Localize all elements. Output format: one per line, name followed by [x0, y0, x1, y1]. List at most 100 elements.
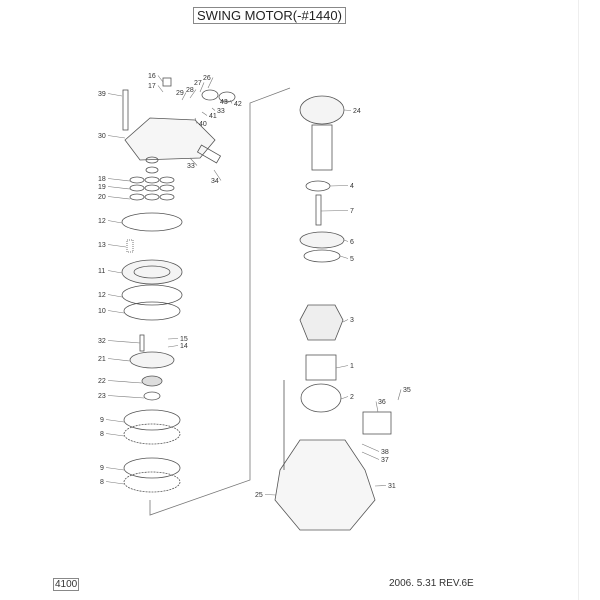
callout-13: 13: [98, 242, 127, 249]
leader-line: [229, 99, 233, 104]
valve-casing: [124, 117, 216, 161]
callout-number: 12: [98, 292, 106, 299]
callout-number: 40: [199, 121, 207, 128]
plate-21: [129, 351, 175, 369]
seal-stack: [129, 156, 175, 201]
callout-number: 41: [209, 113, 217, 120]
leader-line: [157, 75, 164, 83]
callout-number: 35: [403, 387, 411, 394]
leader-line: [107, 186, 131, 190]
leader-line: [107, 220, 123, 224]
leader-line: [199, 82, 205, 93]
bearing-3: [299, 304, 344, 341]
callout-number: 11: [98, 268, 105, 275]
callout-12: 12: [98, 292, 123, 299]
leader-line: [107, 310, 125, 314]
leader-line: [189, 157, 198, 166]
callout-number: 10: [98, 308, 106, 315]
callout-16: 16: [148, 73, 164, 83]
o-ring-12: [121, 212, 183, 232]
callout-number: 28: [186, 87, 194, 94]
plug-16: [162, 77, 172, 87]
callout-35: 35: [397, 387, 411, 401]
leader-line: [320, 210, 349, 212]
callout-number: 2: [350, 394, 354, 401]
callout-37: 37: [361, 451, 389, 464]
leader-line: [105, 433, 125, 437]
callout-11: 11: [98, 268, 123, 275]
callout-number: 3: [350, 317, 354, 324]
leader-line: [221, 99, 231, 102]
disc-8b: [123, 471, 181, 493]
leader-line: [157, 85, 164, 93]
callout-21: 21: [98, 356, 131, 363]
callout-number: 19: [98, 184, 106, 191]
plate-9b: [123, 457, 181, 479]
callout-number: 27: [194, 80, 202, 87]
callout-32: 32: [98, 338, 141, 345]
callout-26: 26: [203, 75, 214, 89]
callout-10: 10: [98, 308, 125, 315]
leader-line: [107, 340, 141, 344]
callout-number: 17: [148, 83, 156, 90]
leader-line: [375, 401, 379, 413]
leader-line: [342, 319, 349, 323]
leader-line: [107, 270, 123, 274]
callout-number: 31: [388, 483, 396, 490]
shaft-34: [196, 144, 222, 164]
callout-36: 36: [375, 399, 386, 413]
callout-9: 9: [100, 417, 125, 424]
leader-line: [181, 92, 187, 101]
callout-number: 6: [350, 239, 354, 246]
leader-line: [107, 196, 131, 200]
leader-line: [329, 185, 349, 187]
plate-6: [299, 231, 345, 249]
callout-number: 16: [148, 73, 156, 80]
callout-number: 1: [350, 363, 354, 370]
page-number: 4100: [53, 578, 80, 591]
callout-17: 17: [148, 83, 164, 93]
housing-25: [274, 439, 376, 531]
leader-line: [213, 169, 222, 181]
callout-number: 25: [255, 492, 263, 499]
callout-number: 38: [381, 449, 389, 456]
leader-line: [201, 111, 208, 116]
callout-19: 19: [98, 184, 131, 191]
valve-block-36: [362, 411, 392, 435]
callout-number: 12: [98, 218, 106, 225]
spring-13: [126, 239, 134, 253]
callout-number: 4: [350, 183, 354, 190]
leader-line: [107, 294, 123, 298]
callout-number: 33: [187, 163, 195, 170]
leader-line: [107, 93, 123, 97]
revision-date: 2006. 5.31 REV.6E: [389, 578, 474, 589]
leader-line: [107, 135, 126, 139]
callout-number: 21: [98, 356, 106, 363]
callout-28: 28: [186, 87, 197, 99]
leader-line: [107, 358, 131, 362]
leader-line: [107, 178, 131, 182]
callout-number: 36: [378, 399, 386, 406]
leader-line: [361, 443, 380, 452]
callout-number: 33: [217, 108, 225, 115]
bearing-22: [141, 375, 163, 387]
disc-8a: [123, 423, 181, 445]
callout-number: 8: [100, 431, 104, 438]
callout-3: 3: [342, 317, 354, 324]
leader-line: [167, 338, 179, 340]
o-ring-10: [123, 301, 181, 321]
snap-ring-23: [143, 391, 161, 401]
callout-41: 41: [201, 111, 217, 120]
callout-number: 14: [180, 343, 188, 350]
callout-22: 22: [98, 378, 143, 385]
callout-number: 37: [381, 457, 389, 464]
leader-line: [374, 485, 387, 487]
callout-27: 27: [194, 80, 205, 93]
callout-24: 24: [343, 108, 361, 115]
callout-40: 40: [194, 117, 207, 128]
callout-29: 29: [176, 90, 187, 101]
callout-number: 5: [350, 256, 354, 263]
plate-5: [303, 249, 341, 263]
